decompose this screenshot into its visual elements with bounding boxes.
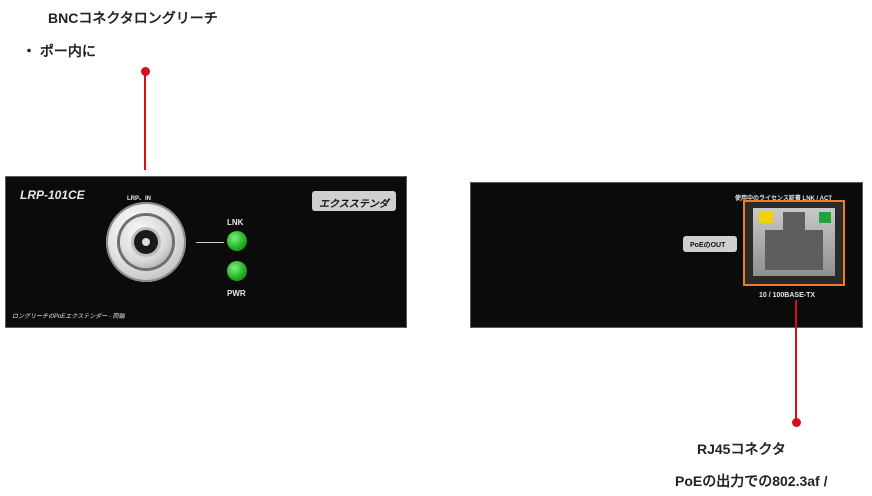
port-speed-label: 10 / 100BASE-TX	[759, 292, 816, 299]
bnc-callout-subtitle: ・ ポー内に	[22, 43, 96, 59]
poe-out-badge: PoEのOUT	[683, 236, 737, 252]
rj45-callout-subtitle: PoEの出力での802.3af /	[675, 473, 828, 489]
rear-top-label: 使用中のライセンス証書 LNK / ACT	[735, 196, 832, 202]
rj45-port-notch	[783, 212, 805, 230]
activity-led-icon	[759, 212, 773, 223]
bnc-callout-line	[144, 72, 146, 170]
extender-badge: エクスステンダー	[312, 191, 396, 225]
model-label: LRP-101CE	[20, 188, 85, 202]
rj45-callout-dot	[792, 418, 801, 427]
lnk-led-icon	[227, 231, 247, 251]
bnc-port-label: LRP、IN	[127, 196, 152, 202]
bnc-connector-core	[134, 230, 158, 254]
rj45-callout-line	[795, 300, 797, 420]
rj45-callout-title: RJ45コネクタ	[697, 441, 786, 457]
poe-out-badge-label: PoEのOUT	[690, 242, 726, 249]
extender-badge-label: エクスステンダー	[319, 199, 389, 225]
bnc-connector-icon	[106, 202, 186, 282]
pwr-label: PWR	[227, 289, 246, 298]
lnk-label: LNK	[227, 218, 244, 227]
bnc-callout-title: BNCコネクタロングリーチ	[48, 10, 218, 26]
front-panel: LRP-101CE LRP、IN エクスステンダー LNK PWR ロングリーチ…	[5, 176, 407, 328]
rj45-port-frame	[743, 200, 845, 286]
bnc-to-led-line	[196, 242, 224, 243]
rj45-port-slot	[765, 230, 823, 270]
front-panel-footer: ロングリーチのPoEエクステンダー - 同軸	[12, 314, 125, 320]
bnc-connector-ring	[120, 216, 172, 268]
rj45-port-icon	[753, 208, 835, 276]
bnc-connector-pin	[142, 238, 150, 246]
pwr-led-icon	[227, 261, 247, 281]
bnc-callout-dot	[141, 67, 150, 76]
link-led-icon	[819, 212, 831, 223]
